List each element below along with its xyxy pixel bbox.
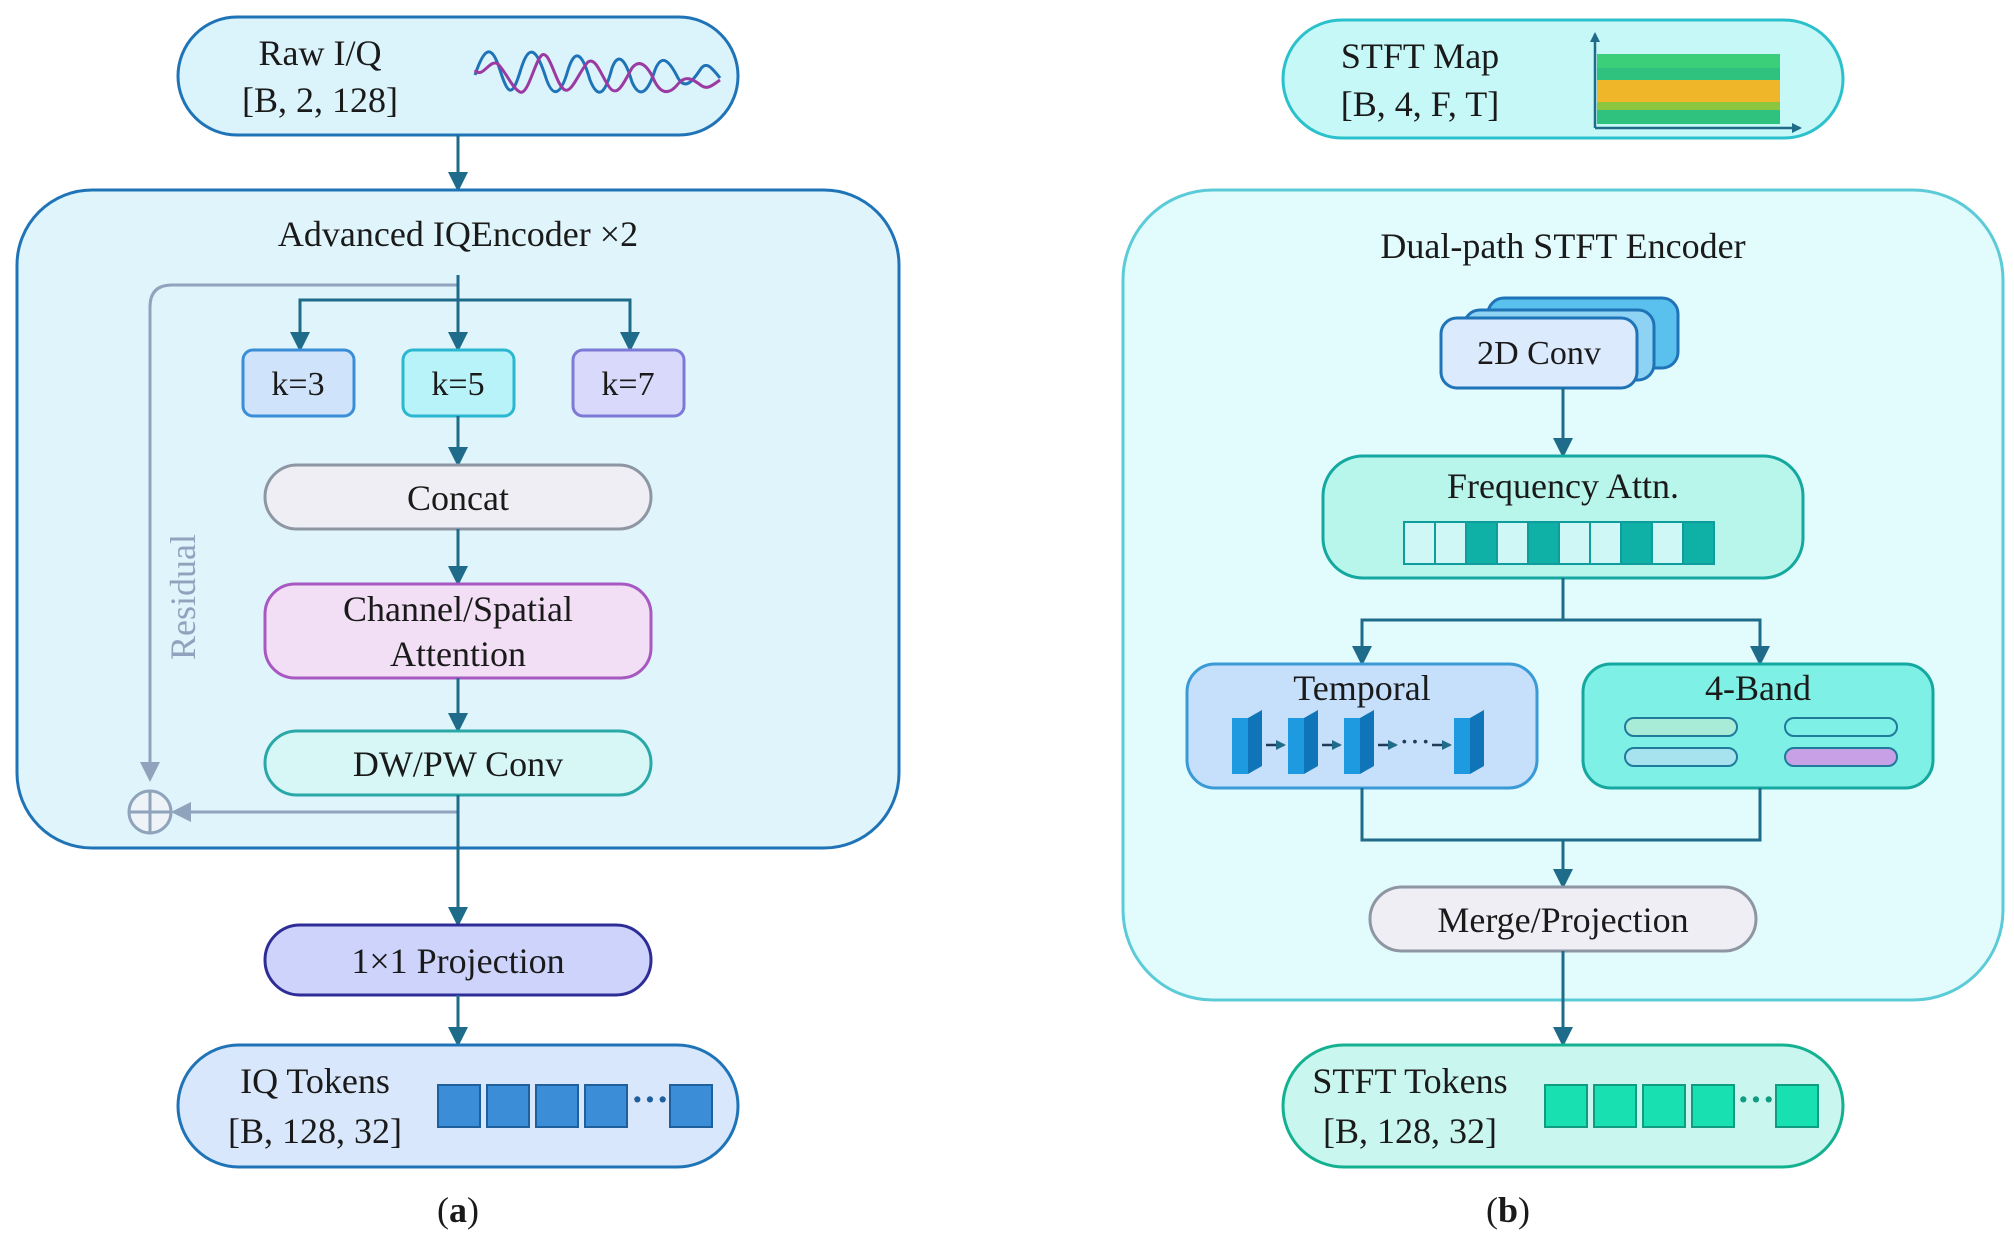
kernel-k3-box: k=3 — [241, 348, 356, 418]
four-band-path-block: 4-Band — [1581, 662, 1935, 790]
stft-tokens-output: STFT Tokens [B, 128, 32] ··· — [1281, 1043, 1845, 1169]
attention-label-line2: Attention — [390, 634, 526, 674]
panel-a: Raw I/Q [B, 2, 128] Advanced IQEncoder ×… — [15, 15, 901, 1230]
iq-encoder-title: Advanced IQEncoder ×2 — [278, 214, 638, 254]
attention-label-line1: Channel/Spatial — [343, 589, 573, 629]
frequency-weights-icon — [1403, 521, 1715, 565]
kernel-k7-label: k=7 — [601, 366, 654, 403]
raw-iq-input: Raw I/Q [B, 2, 128] — [176, 15, 740, 137]
iq-waveform-icon — [473, 50, 722, 94]
concat-block: Concat — [263, 463, 653, 531]
projection-block: 1×1 Projection — [263, 923, 653, 997]
residual-label: Residual — [163, 534, 203, 660]
raw-iq-title: Raw I/Q — [259, 33, 382, 73]
split-arrows — [1352, 578, 1770, 666]
kernel-k5-box: k=5 — [401, 348, 516, 418]
concat-label: Concat — [407, 478, 509, 518]
attention-block: Channel/Spatial Attention — [263, 582, 653, 680]
stft-token-ellipsis: ··· — [1737, 1079, 1775, 1121]
iq-token-squares: ··· — [437, 1079, 713, 1128]
raw-iq-shape: [B, 2, 128] — [242, 80, 398, 120]
temporal-path-block: Temporal ··· — [1185, 662, 1539, 790]
stft-map-title: STFT Map — [1341, 36, 1499, 76]
band-bars-icon — [1624, 717, 1898, 767]
temporal-label: Temporal — [1293, 668, 1430, 708]
temporal-conv-stack-icon: ··· — [1232, 710, 1484, 774]
temporal-ellipsis: ··· — [1399, 723, 1431, 759]
stft-map-shape: [B, 4, F, T] — [1341, 84, 1499, 124]
kernel-branches — [290, 275, 640, 352]
iq-tokens-title: IQ Tokens — [240, 1061, 390, 1101]
stft-tokens-shape: [B, 128, 32] — [1323, 1111, 1497, 1151]
kernel-k5-label: k=5 — [431, 366, 484, 403]
dwpw-conv-block: DW/PW Conv — [263, 729, 653, 797]
kernel-k7-box: k=7 — [571, 348, 686, 418]
residual-add-icon — [127, 789, 173, 835]
stft-encoder-title: Dual-path STFT Encoder — [1380, 226, 1745, 266]
stft-token-squares: ··· — [1544, 1079, 1819, 1128]
merge-projection-label: Merge/Projection — [1437, 900, 1688, 940]
conv2d-label: 2D Conv — [1477, 335, 1601, 372]
dwpw-conv-label: DW/PW Conv — [353, 744, 563, 784]
panel-b: STFT Map [B, 4, F, T] Dual-path STFT Enc… — [1121, 18, 2005, 1230]
merge-arrows — [1360, 788, 1762, 889]
merge-projection-block: Merge/Projection — [1368, 885, 1758, 953]
frequency-attention-label: Frequency Attn. — [1447, 466, 1679, 506]
four-band-label: 4-Band — [1705, 668, 1811, 708]
frequency-attention-block: Frequency Attn. — [1321, 454, 1805, 580]
iq-tokens-shape: [B, 128, 32] — [228, 1111, 402, 1151]
kernel-k3-label: k=3 — [271, 366, 324, 403]
spectrogram-icon — [1590, 32, 1802, 133]
iq-token-ellipsis: ··· — [631, 1079, 669, 1121]
projection-label: 1×1 Projection — [351, 941, 564, 981]
iq-tokens-output: IQ Tokens [B, 128, 32] ··· — [176, 1043, 740, 1169]
caption-a: (a) — [437, 1190, 479, 1230]
residual-path: Residual — [127, 283, 458, 835]
stft-map-input: STFT Map [B, 4, F, T] — [1281, 18, 1845, 140]
stft-tokens-title: STFT Tokens — [1312, 1061, 1507, 1101]
conv2d-block: 2D Conv — [1439, 296, 1680, 390]
caption-b: (b) — [1486, 1190, 1530, 1230]
